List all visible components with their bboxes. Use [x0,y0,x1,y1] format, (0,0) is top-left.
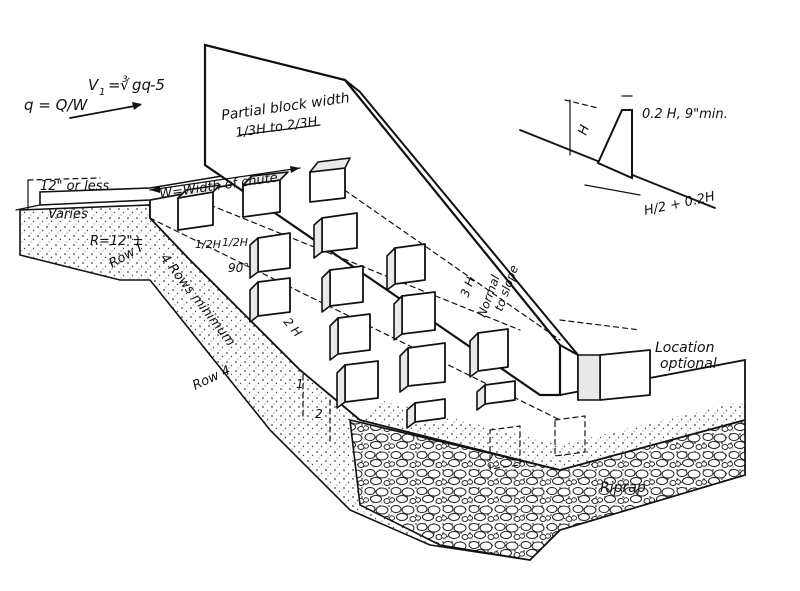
v1-root-index: 3 [122,75,128,85]
varies-label: Varies [48,207,88,222]
riprap-label: Riprap [600,480,646,496]
twelve-or-less-label: 12" or less [40,179,109,194]
ninety-degree-label: 90° [228,261,249,275]
baffle-block [321,265,364,313]
detail-top-label: 0.2 H, 9"min. [642,107,728,122]
detail-diagram [519,95,716,209]
location-optional-label-2: optional [660,356,717,372]
three-h-label: 3 H [458,275,478,299]
baffle-block [249,232,291,279]
step-one-label: 1 [296,377,304,391]
baffle-block [249,277,291,323]
q-formula: q = Q/W [24,96,88,114]
v1-equals: = [108,76,121,94]
baffle-block [177,184,221,231]
baffle-block [309,157,351,203]
root-sign: √ [120,76,130,94]
baffle-block [386,243,426,291]
half-h-right: 1/2H [222,236,248,249]
v1-radicand: gq [132,76,151,94]
baffle-blocks [177,157,586,470]
detail-h-label: H [576,123,594,138]
step-two-label: 2 [315,407,323,421]
half-h-left: 1/2H [195,238,221,251]
side-wall [203,43,651,401]
baffle-block [476,380,516,411]
hidden-block [554,415,586,457]
v1-symbol: V [88,76,100,94]
v1-subscript: 1 [99,87,105,98]
baffle-block [469,328,509,378]
dimension-lines [15,102,321,211]
baffle-block [242,171,289,218]
hidden-block [489,425,521,470]
baffle-block [329,313,371,361]
baffle-block [393,291,436,341]
radius-label: R=12"± [90,234,143,249]
baffle-block [313,212,358,259]
baffle-block [399,342,446,393]
v1-tail: -5 [150,76,165,94]
baffle-block [336,360,379,409]
baffle-block [406,398,446,429]
row4-label: Row 4 [190,363,233,394]
location-optional-label-1: Location [655,340,714,356]
